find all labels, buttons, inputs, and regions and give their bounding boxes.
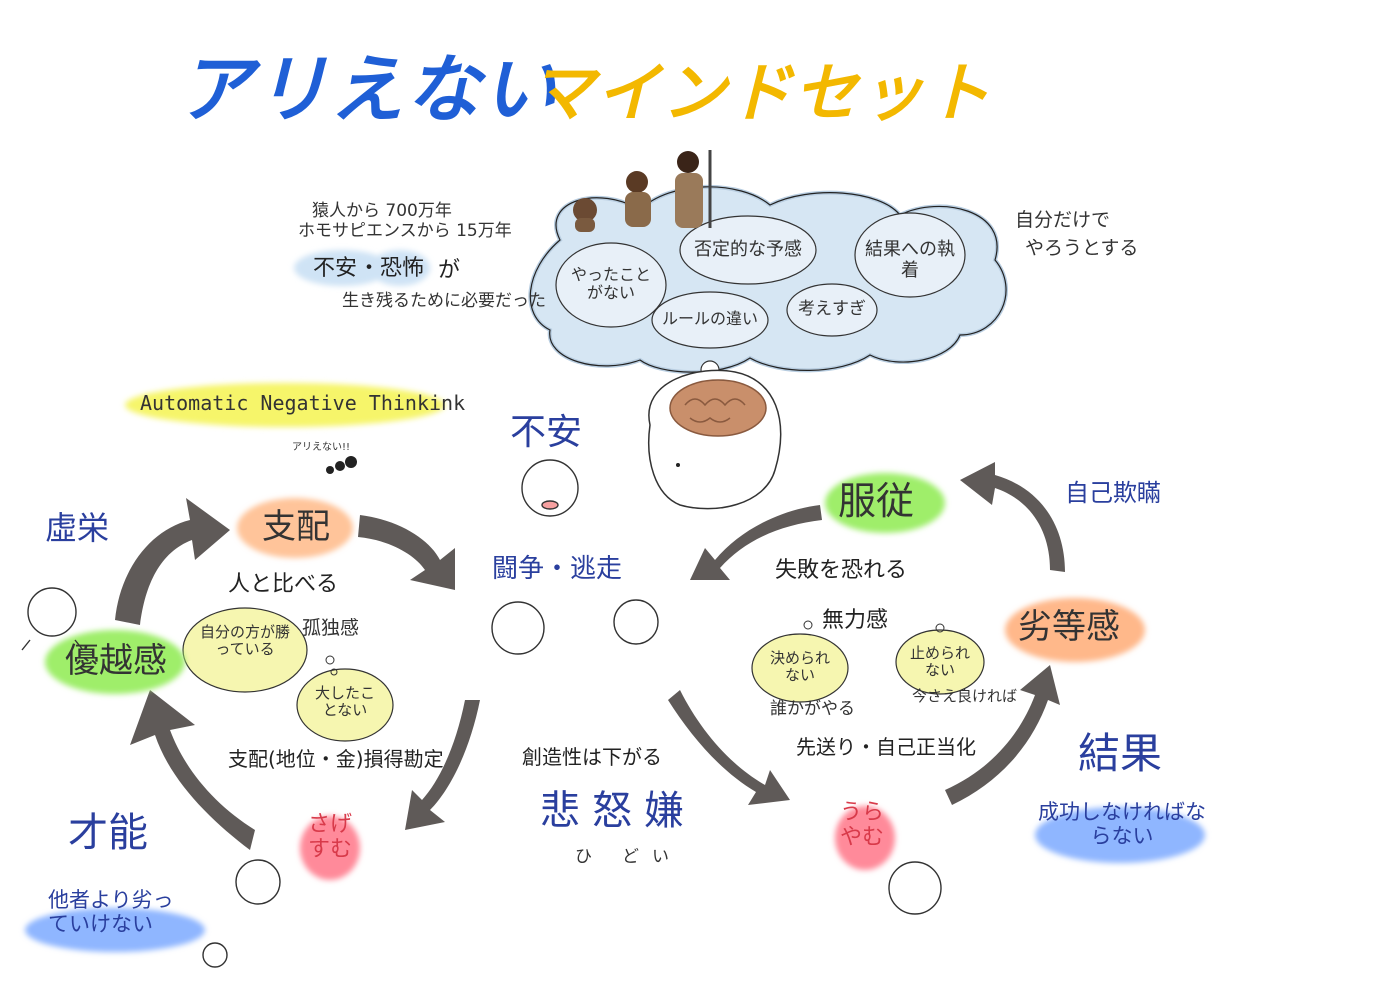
face-icon [21, 459, 942, 968]
caveman-icon [573, 150, 712, 232]
must-succeed: 成功しなければならない [1038, 800, 1206, 849]
inner-bubbles [555, 212, 966, 349]
talent: 才能 [68, 810, 148, 856]
title-part2: マインドセット [530, 57, 992, 131]
fear-failure: 失敗を恐れる [775, 558, 908, 583]
bubble-result-attachment: 結果への執着 [865, 239, 955, 281]
evolution-dot: ・ [358, 256, 381, 281]
ant-icon [326, 456, 357, 474]
alone-line2: やろうとする [1025, 237, 1139, 259]
brain-head-icon [648, 369, 782, 510]
envy: うらやむ [840, 800, 885, 851]
domination: 支配 [262, 507, 330, 547]
superiority: 優越感 [65, 641, 167, 681]
emotion-sad: 悲 [540, 788, 580, 834]
result: 結果 [1078, 729, 1163, 778]
emotion-suffix-i: い [652, 847, 669, 867]
someone-does: 誰かがやる [770, 699, 855, 719]
evolution-line4: 生き残るために必要だった [342, 291, 546, 311]
bubble-overthinking: 考えすぎ [798, 299, 866, 319]
cant-stop: 止められない [909, 644, 970, 680]
emotion-disgust: 嫌 [644, 788, 684, 834]
vanity: 虛栄 [45, 509, 110, 547]
cant-decide: 決められない [769, 649, 830, 685]
alone-line1: 自分だけで [1015, 209, 1111, 231]
ant-caption: アリえない!! [292, 442, 351, 453]
bubble-negative-feeling: 否定的な予感 [694, 239, 802, 260]
bubble-rule-difference: ルールの違い [661, 309, 758, 328]
gain-loss: 支配(地位・金)損得勘定 [228, 747, 444, 771]
loneliness: 孤独感 [302, 617, 360, 639]
bubble-never-done: やったことがない [570, 265, 651, 303]
arrow-icon [115, 462, 1065, 850]
evolution-line1: 猿人から 700万年 [312, 201, 452, 221]
procrastinate: 先送り・自己正当化 [796, 735, 976, 759]
emotion-angry: 怒 [592, 788, 632, 834]
helplessness-thought-cloud [751, 620, 985, 703]
ant-banner: Automatic Negative Thinkink [140, 391, 466, 415]
helplessness: 無力感 [822, 608, 889, 633]
despise: さげすむ [308, 812, 353, 863]
title-part1: アリえない [178, 47, 558, 133]
evolution-fear: 恐怖 [380, 256, 425, 281]
center-anxiety: 不安 [510, 412, 583, 453]
not-big-deal: 大したことない [314, 684, 375, 720]
evolution-ga: が [438, 258, 461, 283]
now-ok: 今さえ良ければ [912, 687, 1018, 705]
evolution-anxiety: 不安 [313, 256, 358, 281]
obedience: 服従 [838, 479, 915, 523]
emotion-suffix-hi: ひ [575, 847, 592, 867]
compare-others: 人と比べる [228, 572, 339, 597]
superiority-thought-cloud [182, 607, 394, 742]
self-deception: 自己欺瞞 [1065, 479, 1161, 507]
creativity-down: 創造性は下がる [522, 745, 662, 769]
superiority-thought: 自分の方が勝っている [199, 623, 290, 659]
fight-flight: 闘争・逃走 [492, 554, 623, 584]
evolution-line2: ホモサピエンスから 15万年 [298, 221, 512, 241]
emotion-suffix-do: ど [622, 847, 639, 867]
inferiority: 劣等感 [1018, 607, 1120, 647]
cant-keep-up: 他者より劣っていけない [48, 888, 174, 937]
